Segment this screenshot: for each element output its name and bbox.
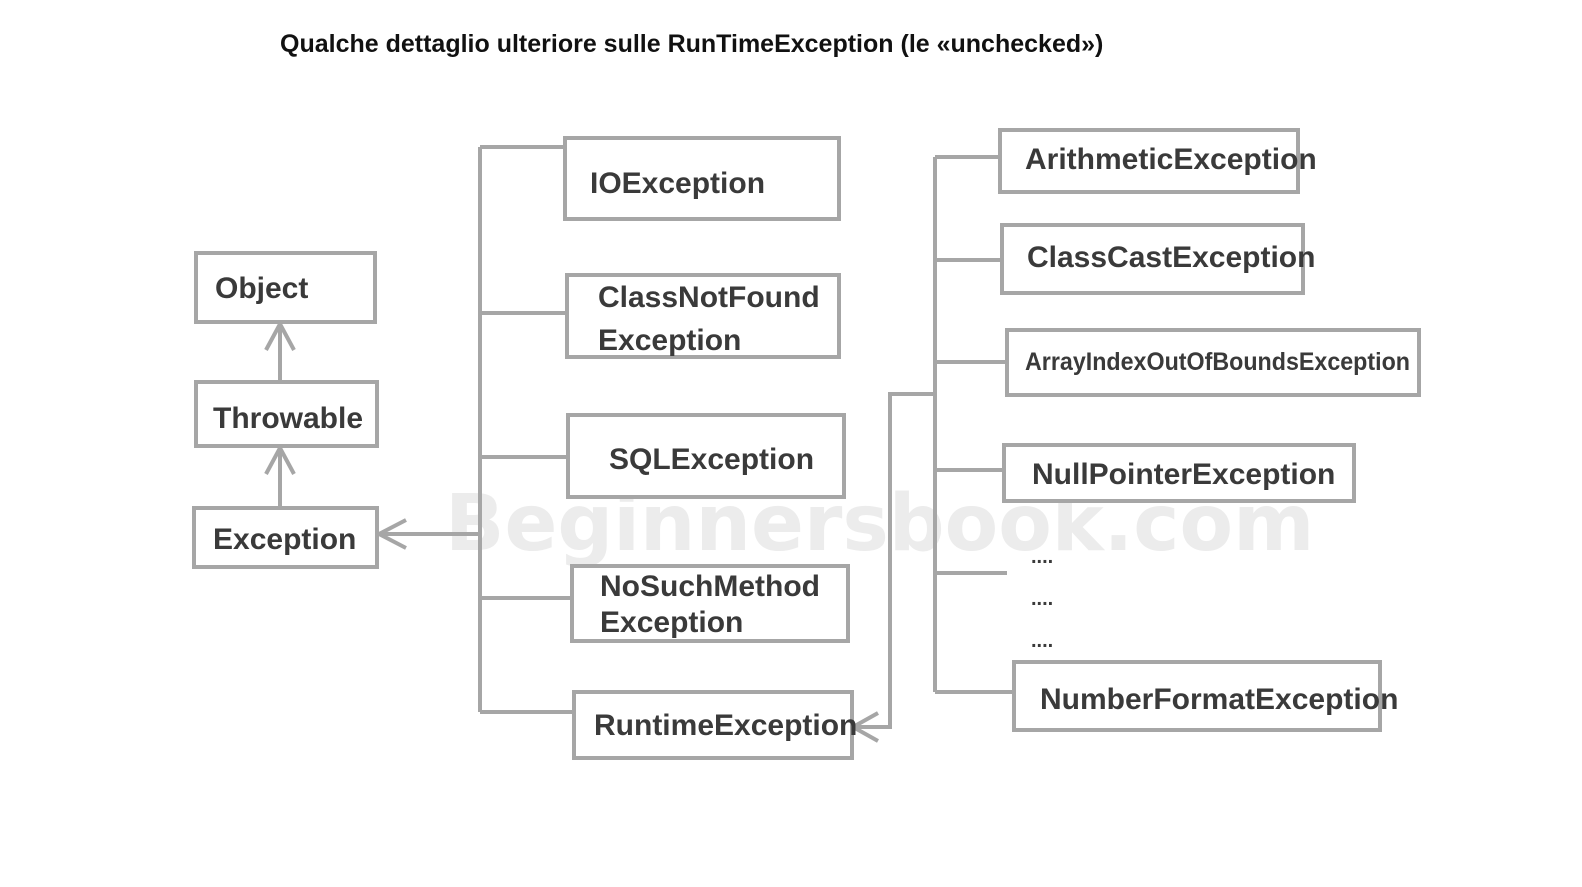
node-object-label: Object	[215, 272, 308, 305]
node-throwable: Throwable	[194, 380, 379, 448]
node-no-such-method-label-line1: NoSuchMethod	[600, 570, 820, 603]
node-number-format-exception-label: NumberFormatException	[1040, 683, 1398, 716]
connector-runtime-subclasses	[933, 155, 1014, 694]
ellipsis-1: ....	[1031, 546, 1053, 568]
node-no-such-method-label-line2: Exception	[600, 606, 743, 639]
node-io-exception-label: IOException	[590, 167, 765, 200]
node-number-format-exception: NumberFormatException	[1012, 660, 1398, 732]
node-runtime-exception: RuntimeException	[572, 690, 857, 760]
node-null-pointer-exception: NullPointerException	[1002, 443, 1356, 503]
node-class-cast-exception: ClassCastException	[1000, 223, 1315, 295]
node-io-exception: IOException	[563, 136, 841, 221]
node-class-cast-exception-label: ClassCastException	[1027, 241, 1315, 274]
page-title: Qualche dettaglio ulteriore sulle RunTim…	[280, 30, 1104, 58]
ellipsis-more-subclasses: .... .... ....	[1031, 546, 1053, 652]
node-no-such-method-exception: NoSuchMethod Exception	[570, 564, 850, 643]
node-arithmetic-exception: ArithmeticException	[998, 128, 1317, 194]
node-null-pointer-exception-label: NullPointerException	[1032, 458, 1335, 491]
ellipsis-3: ....	[1031, 630, 1053, 652]
node-runtime-exception-label: RuntimeException	[594, 709, 857, 742]
ellipsis-2: ....	[1031, 588, 1053, 610]
node-class-not-found-exception: ClassNotFound Exception	[565, 273, 841, 359]
node-class-not-found-label-line1: ClassNotFound	[598, 281, 820, 314]
node-array-index-out-of-bounds-exception: ArrayIndexOutOfBoundsException	[1005, 328, 1421, 397]
node-arithmetic-exception-label: ArithmeticException	[1025, 143, 1317, 176]
node-object: Object	[194, 251, 377, 324]
node-throwable-label: Throwable	[213, 402, 363, 435]
connector-throwable-to-object	[264, 319, 296, 380]
node-array-index-label: ArrayIndexOutOfBoundsException	[1025, 348, 1410, 376]
node-exception: Exception	[192, 506, 379, 569]
connector-exception-to-throwable	[264, 443, 296, 507]
node-sql-exception-label: SQLException	[609, 443, 814, 476]
node-class-not-found-label-line2: Exception	[598, 324, 741, 357]
connector-exception-subclasses	[478, 145, 574, 714]
node-exception-label: Exception	[213, 523, 356, 556]
node-sql-exception: SQLException	[566, 413, 846, 499]
